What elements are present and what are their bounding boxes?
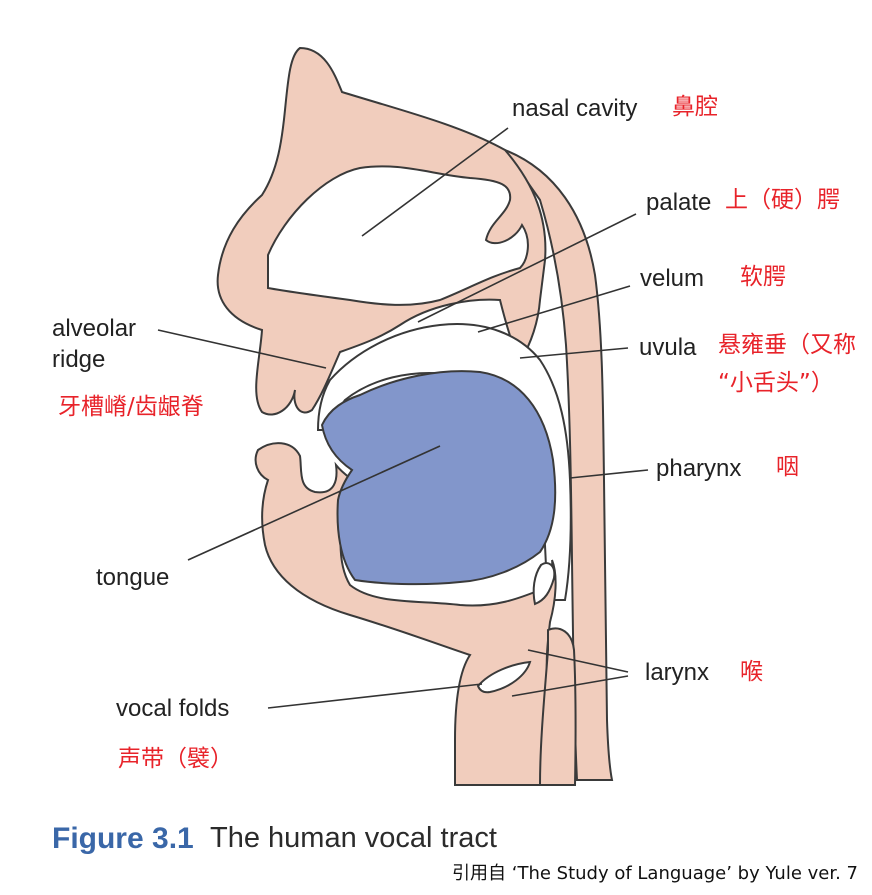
translation-uvula-line2: “小舌头”）: [718, 370, 834, 396]
pointer-pharynx: [569, 469, 649, 479]
tongue-shape: [320, 370, 557, 586]
pointer-alveolar-ridge: [157, 329, 327, 369]
label-alveolar-ridge-line1: alveolar: [52, 315, 137, 342]
pointer-nasal-cavity: [361, 127, 509, 237]
translation-alveolar-ridge: 牙槽嵴/齿龈脊: [58, 394, 204, 420]
epiglottis: [532, 562, 556, 606]
translation-uvula-line1: 悬雍垂（又称: [718, 332, 856, 358]
label-larynx: larynx: [645, 659, 710, 686]
label-uvula: uvula: [639, 334, 697, 361]
nasal-cavity-space: [267, 165, 529, 306]
translation-velum: 软腭: [740, 264, 786, 290]
translation-nasal-cavity: 鼻腔: [672, 94, 718, 120]
translation-palate: 上（硬）腭: [725, 187, 840, 213]
translation-pharynx: 咽: [776, 454, 799, 480]
label-pharynx: pharynx: [656, 455, 742, 482]
lower-jaw-tissue: [254, 442, 557, 786]
label-alveolar-ridge-line2: ridge: [52, 346, 106, 373]
label-palate: palate: [646, 189, 712, 216]
translation-vocal-folds: 声带（襞）: [118, 746, 233, 772]
pointer-palate: [417, 213, 637, 323]
label-velum: velum: [640, 265, 705, 292]
pointer-larynx-lower: [511, 675, 629, 697]
figure-caption-text: The human vocal tract: [210, 822, 497, 854]
translation-larynx: 喉: [740, 659, 763, 685]
pointer-vocal-folds: [267, 683, 483, 709]
pointer-larynx-upper: [527, 649, 629, 673]
pointer-uvula: [519, 347, 629, 359]
label-tongue: tongue: [96, 564, 170, 591]
source-note: 引用自 ‘The Study of Language’ by Yule ver.…: [452, 863, 858, 884]
larynx-cartilage: [538, 627, 577, 786]
label-nasal-cavity: nasal cavity: [512, 95, 638, 122]
pointer-tongue: [187, 445, 441, 561]
figure-caption-label: Figure 3.1: [52, 822, 194, 855]
pointer-velum: [477, 285, 631, 333]
label-vocal-folds: vocal folds: [116, 695, 230, 722]
vocal-folds-shape: [476, 660, 532, 694]
pointer-lines: [157, 127, 649, 709]
pharynx-back-wall: [502, 147, 614, 781]
